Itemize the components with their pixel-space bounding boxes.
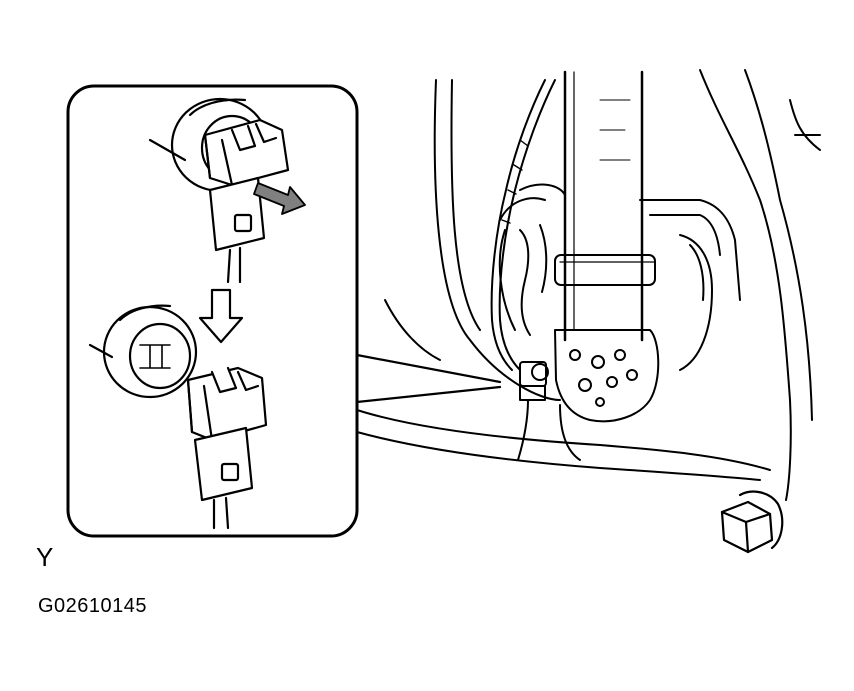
connector-top bbox=[203, 118, 290, 284]
pull-direction-arrow bbox=[253, 182, 306, 215]
view-label: Y bbox=[36, 542, 54, 572]
socket-bottom bbox=[88, 304, 198, 399]
vehicle-connector bbox=[517, 361, 549, 461]
steering-column bbox=[563, 70, 644, 342]
bolt bbox=[720, 490, 784, 554]
callout-leader bbox=[355, 353, 502, 404]
vehicle-body-panel bbox=[356, 69, 821, 501]
connector-bottom bbox=[186, 366, 268, 530]
figure-code: G02610145 bbox=[38, 595, 148, 617]
step-down-arrow bbox=[198, 288, 244, 344]
wire-harness bbox=[490, 79, 556, 371]
